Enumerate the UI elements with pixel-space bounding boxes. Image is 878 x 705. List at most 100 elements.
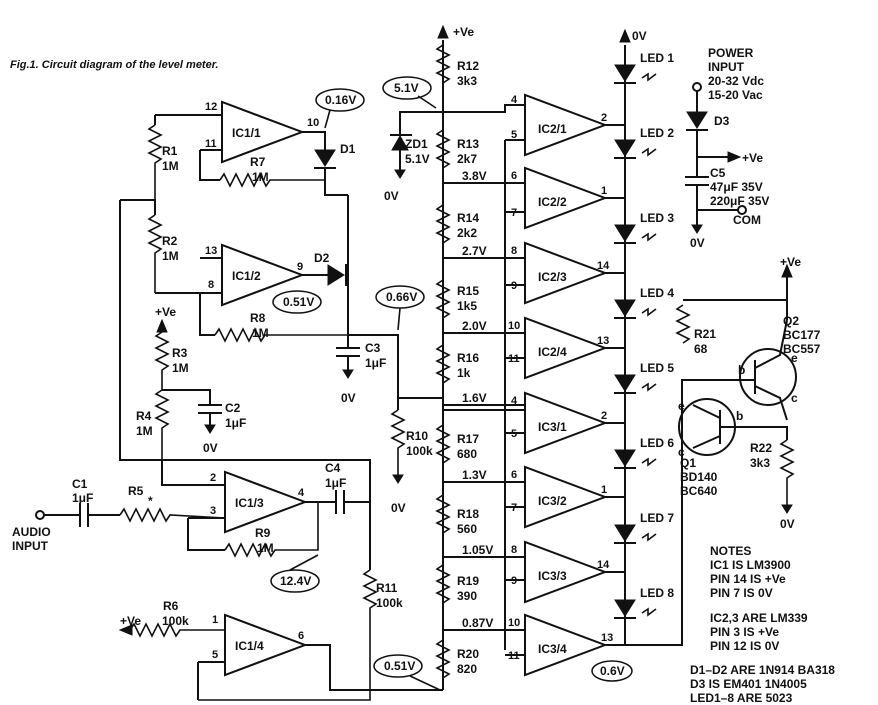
tap-voltage-3: 2.0V	[462, 319, 487, 333]
led-6-label: LED 6	[640, 436, 674, 450]
r22-0v: 0V	[780, 517, 795, 531]
r16-label: R16	[457, 351, 479, 365]
q2-b: b	[738, 363, 745, 377]
pin: 1	[212, 614, 218, 626]
note-9: LED1–8 ARE 5023	[690, 691, 793, 705]
q2-c: c	[791, 391, 798, 405]
q2-e: e	[791, 351, 798, 365]
ic2-1-label: IC2/1	[538, 122, 567, 136]
audio-input-label-1: AUDIO	[12, 525, 51, 539]
r12-value: 3k3	[457, 74, 477, 88]
ic1-2-label: IC1/2	[232, 269, 261, 283]
pin: 13	[601, 632, 613, 644]
r18-value: 560	[457, 522, 477, 536]
r12-label: R12	[457, 59, 479, 73]
q1-type-1: BD140	[680, 470, 718, 484]
c5-label: C5	[710, 166, 726, 180]
zd1-label: ZD1	[405, 137, 428, 151]
ic1-4-label: IC1/4	[235, 639, 264, 653]
comparator-bank: IC2/1 IC2/2 IC2/3 IC2/4 IC3/1 IC3/2 IC3/…	[508, 93, 625, 677]
pin: 2	[210, 472, 216, 484]
r9-value: 1M	[257, 541, 274, 555]
r22-value: 3k3	[750, 456, 770, 470]
pin: 6	[298, 630, 304, 642]
led-7-label: LED 7	[640, 511, 674, 525]
input-section: IC1/1 12 11 10 R7 1M D1 0.16V R1 1M R2 1…	[12, 88, 443, 701]
r6-label: R6	[163, 599, 179, 613]
c2-0v: 0V	[203, 441, 218, 455]
ladder-bottom-voltage: 0.51V	[384, 659, 415, 673]
ic2-4-label: IC2/4	[538, 345, 567, 359]
zd1-ground: 0V	[384, 189, 399, 203]
d1-label: D1	[340, 142, 356, 156]
r16-value: 1k	[457, 366, 471, 380]
pin: 2	[601, 410, 607, 422]
r2-label: R2	[162, 234, 178, 248]
r15-value: 1k5	[457, 299, 477, 313]
pin: 14	[597, 260, 610, 272]
zd1-voltage: 5.1V	[394, 81, 419, 95]
pin: 13	[597, 335, 609, 347]
q1-type-2: BC640	[680, 484, 718, 498]
r7-label: R7	[250, 155, 266, 169]
led-bottom-voltage: 0.6V	[600, 664, 625, 678]
transistor-stage: +Ve R21 68 b e c Q2 BC177 BC557 e b c Q1…	[675, 255, 821, 531]
c4-value: 1μF	[325, 476, 346, 490]
q1-e: e	[678, 399, 685, 413]
figure-caption: Fig.1. Circuit diagram of the level mete…	[10, 59, 218, 71]
r20-value: 820	[457, 662, 477, 676]
r3-value: 1M	[172, 361, 189, 375]
ic1-3-label: IC1/3	[235, 496, 264, 510]
c3-value: 1μF	[365, 356, 386, 370]
c2-value: 1μF	[225, 416, 246, 430]
power-dc: 20-32 Vdc	[708, 74, 764, 88]
d3-label: D3	[714, 114, 730, 128]
q2-label: Q2	[783, 314, 799, 328]
pin: 4	[511, 94, 518, 106]
pin: 8	[511, 245, 517, 257]
c5-value-2: 220μF 35V	[710, 194, 769, 208]
r11-value: 100k	[376, 596, 403, 610]
pin: 11	[508, 650, 520, 662]
ic1-1-voltage: 0.16V	[325, 93, 356, 107]
notes-title: NOTES	[710, 544, 751, 558]
ic2-2-label: IC2/2	[538, 195, 567, 209]
ic1-2-voltage: 0.51V	[283, 295, 314, 309]
ic3-4-label: IC3/4	[538, 642, 567, 656]
led-2-label: LED 2	[640, 126, 674, 140]
q1-label: Q1	[680, 456, 696, 470]
note-4: IC2,3 ARE LM339	[710, 611, 808, 625]
power-com: COM	[733, 213, 761, 227]
pin: 11	[205, 138, 217, 150]
r6-value: 100k	[162, 614, 189, 628]
r17-label: R17	[457, 432, 479, 446]
notes-block: NOTES IC1 IS LM3900 PIN 14 IS +Ve PIN 7 …	[690, 544, 835, 705]
r5-value: *	[148, 494, 153, 508]
r14-label: R14	[457, 211, 479, 225]
pin: 10	[508, 617, 520, 629]
q2-type-1: BC177	[783, 328, 821, 342]
r10-0v: 0V	[391, 501, 406, 515]
note-1: IC1 IS LM3900	[710, 558, 791, 572]
ic1-1-label: IC1/1	[232, 126, 261, 140]
q1-b: b	[736, 409, 743, 423]
zener-diode-zd1: 0V ZD1 5.1V 5.1V	[382, 76, 443, 203]
led-4-label: LED 4	[640, 286, 674, 300]
r8-value: 1M	[252, 326, 269, 340]
r2-value: 1M	[162, 249, 179, 263]
zd1-value: 5.1V	[405, 152, 430, 166]
c5-value-1: 47μF 35V	[710, 180, 763, 194]
r1-value: 1M	[162, 159, 179, 173]
pin: 3	[210, 505, 216, 517]
pin: 12	[205, 101, 217, 113]
r21-label: R21	[694, 327, 716, 341]
led-chain: 0V LED 1 LED 2 LED 3 LED 4 LED 5 LED 6 L…	[591, 28, 705, 682]
power-0v: 0V	[690, 236, 705, 250]
power-title-1: POWER	[708, 46, 754, 60]
q1-c: c	[678, 445, 685, 459]
power-ac: 15-20 Vac	[708, 88, 763, 102]
pin: 6	[511, 170, 517, 182]
r7-value: 1M	[252, 170, 269, 184]
r21-value: 68	[694, 342, 708, 356]
resistor-ladder: +Ve R12 3k3 R13 2k7 R14 2k2 R15 1k5 R16 …	[435, 24, 525, 690]
